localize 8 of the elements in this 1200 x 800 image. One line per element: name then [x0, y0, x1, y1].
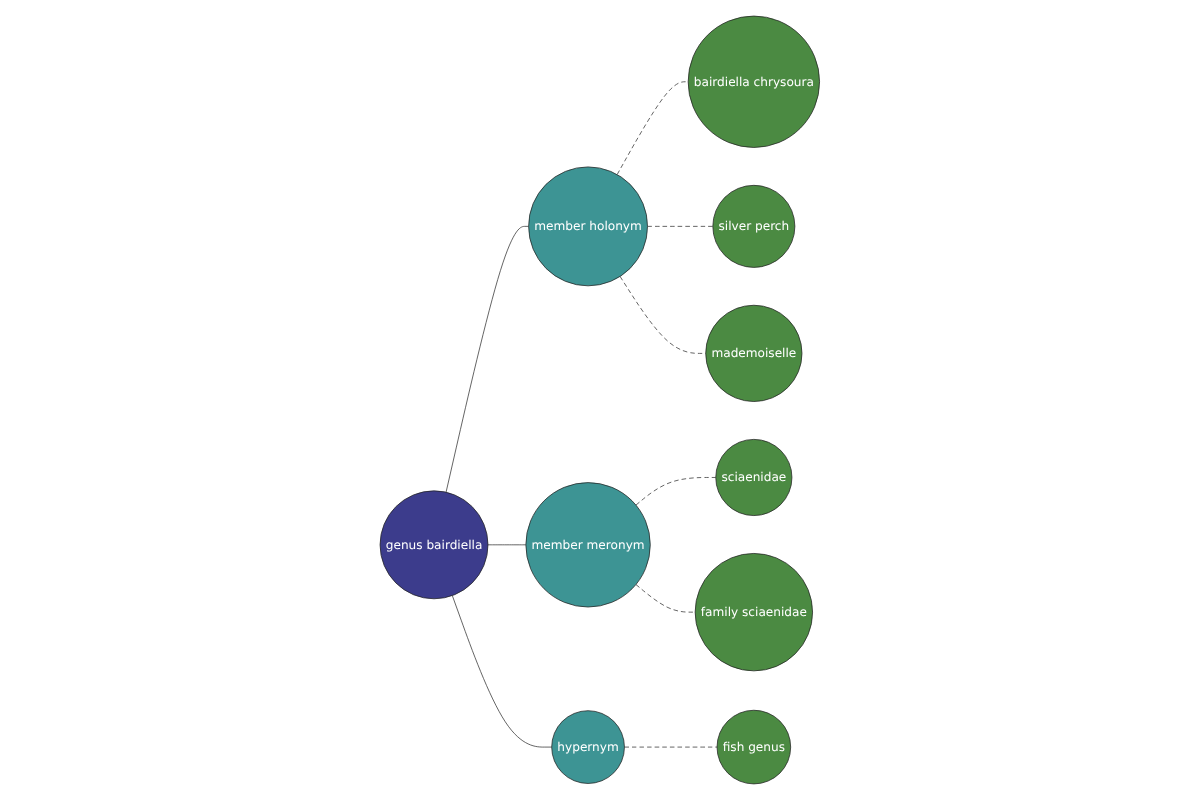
- connector: [452, 595, 553, 748]
- connector: [619, 276, 707, 354]
- connector: [624, 746, 718, 748]
- connector: [647, 226, 714, 227]
- connector: [635, 477, 717, 506]
- connector: [487, 544, 527, 546]
- connector: [635, 584, 696, 613]
- connector: [445, 226, 530, 493]
